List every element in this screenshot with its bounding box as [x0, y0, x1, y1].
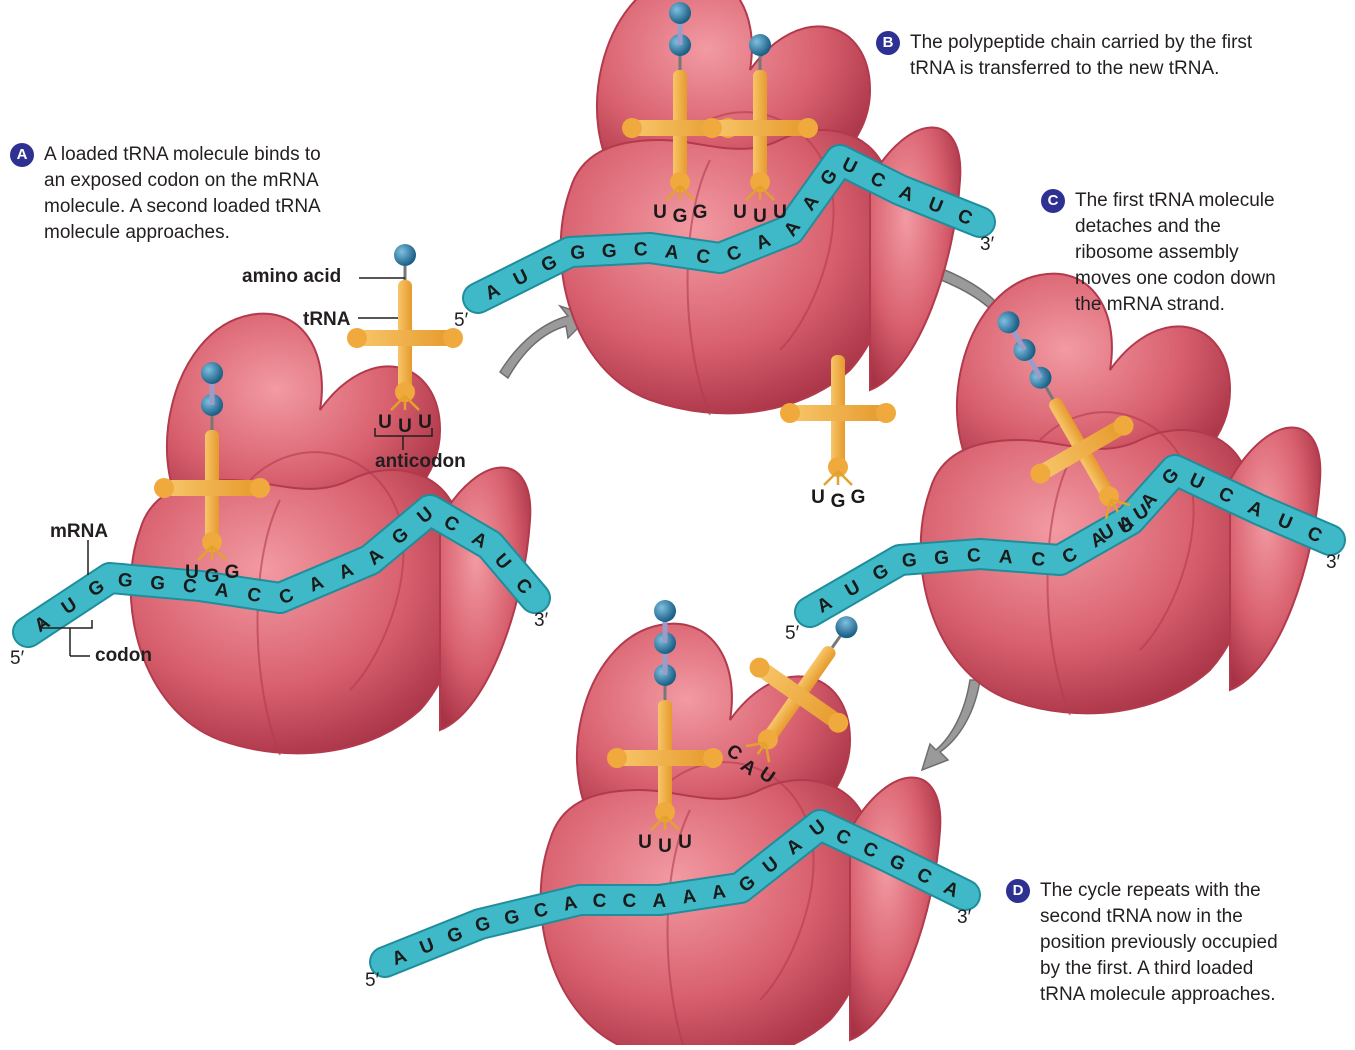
- anticodon-nucleotide: G: [673, 206, 688, 227]
- trna-arm-loop: [876, 403, 896, 423]
- panel-b-three-prime: 3′: [980, 234, 994, 256]
- ribosome-right-lobe: [1230, 428, 1320, 691]
- trna-arms: [790, 405, 886, 421]
- mrna-nucleotide: G: [149, 573, 166, 595]
- anticodon-label: anticodon: [375, 451, 466, 473]
- anticodon-nucleotide: G: [205, 566, 220, 587]
- trna-arm-loop: [798, 118, 818, 138]
- mrna-nucleotide: G: [601, 241, 617, 263]
- mrna-nucleotide: C: [593, 891, 607, 912]
- amino-acid-ball: [201, 362, 223, 384]
- trna-arms: [712, 120, 808, 136]
- acceptor-stem-link: [832, 636, 840, 647]
- trna-arms: [357, 330, 453, 346]
- anticodon-nucleotide: U: [638, 832, 652, 853]
- trna-arm-loop: [154, 478, 174, 498]
- panel-d-ribosome: [541, 624, 941, 1045]
- step-a-text: A loaded tRNA molecule binds to an expos…: [44, 142, 321, 246]
- trna-arm-loop: [250, 478, 270, 498]
- panel-a-five-prime: 5′: [10, 648, 24, 670]
- mrna-nucleotide: G: [901, 550, 917, 572]
- step-b-text: The polypeptide chain carried by the fir…: [910, 30, 1252, 82]
- step-c-text: The first tRNA molecule detaches and the…: [1075, 188, 1276, 318]
- anticodon-nucleotide: U: [653, 202, 667, 223]
- anticodon-nucleotide: U: [658, 836, 672, 857]
- amino-acid-ball: [831, 612, 862, 643]
- trna-arms: [164, 480, 260, 496]
- anticodon-nucleotide: U: [398, 416, 412, 437]
- step-b-badge: B: [876, 31, 900, 55]
- anticodon-nucleotide: G: [225, 562, 240, 583]
- mrna-nucleotide: A: [652, 891, 666, 912]
- mrna-nucleotide: C: [633, 239, 648, 261]
- trna-label: tRNA: [303, 309, 351, 331]
- step-d-badge: D: [1006, 879, 1030, 903]
- anticodon-nucleotide: U: [418, 412, 432, 433]
- panel-b-five-prime: 5′: [454, 310, 468, 332]
- panel-d-three-prime: 3′: [957, 907, 971, 929]
- trna-arm-loop: [622, 118, 642, 138]
- amino-acid-ball: [669, 2, 691, 24]
- arrow-c-to-d: [922, 680, 980, 770]
- mrna-nucleotide: C: [966, 545, 982, 567]
- trna-arm-loop: [607, 748, 627, 768]
- mrna-nucleotide: A: [998, 546, 1014, 568]
- mrna-nucleotide: G: [117, 570, 134, 592]
- panel-c-five-prime: 5′: [785, 623, 799, 645]
- amino-acid-ball: [749, 34, 771, 56]
- arrow-shape: [922, 680, 980, 770]
- step-c-badge: C: [1041, 189, 1065, 213]
- anticodon-nucleotide: U: [733, 202, 747, 223]
- trna-arm-loop: [780, 403, 800, 423]
- mrna-nucleotide: G: [933, 547, 949, 569]
- trna-arm-loop: [702, 118, 722, 138]
- amino-acid-label: amino acid: [242, 266, 341, 288]
- mrna-nucleotide: C: [623, 891, 637, 912]
- trna-arm-loop: [703, 748, 723, 768]
- anticodon-nucleotide: G: [831, 491, 846, 512]
- panel-c-three-prime: 3′: [1326, 552, 1340, 574]
- ribosome-right-lobe: [850, 778, 940, 1041]
- anticodon-nucleotide: U: [753, 206, 767, 227]
- amino-acid-ball: [654, 600, 676, 622]
- anticodon-nucleotide: U: [378, 412, 392, 433]
- trna-arm-loop: [347, 328, 367, 348]
- anticodon-nucleotide: U: [185, 562, 199, 583]
- anticodon-nucleotide: G: [851, 487, 866, 508]
- mrna-nucleotide: C: [1031, 549, 1047, 571]
- mrna-nucleotide: G: [570, 242, 586, 264]
- step-a-badge: A: [10, 143, 34, 167]
- anticodon-nucleotide: U: [811, 487, 825, 508]
- mrna-label: mRNA: [50, 521, 108, 543]
- amino-acid-ball: [394, 244, 416, 266]
- trna-arms: [617, 750, 713, 766]
- panel-a-three-prime: 3′: [534, 610, 548, 632]
- step-d-text: The cycle repeats with the second tRNA n…: [1040, 878, 1278, 1008]
- panel-d-five-prime: 5′: [365, 970, 379, 992]
- anticodon-nucleotide: U: [678, 832, 692, 853]
- codon-label: codon: [95, 645, 152, 667]
- anticodon-nucleotide: U: [773, 202, 787, 223]
- anticodon-nucleotide: G: [693, 202, 708, 223]
